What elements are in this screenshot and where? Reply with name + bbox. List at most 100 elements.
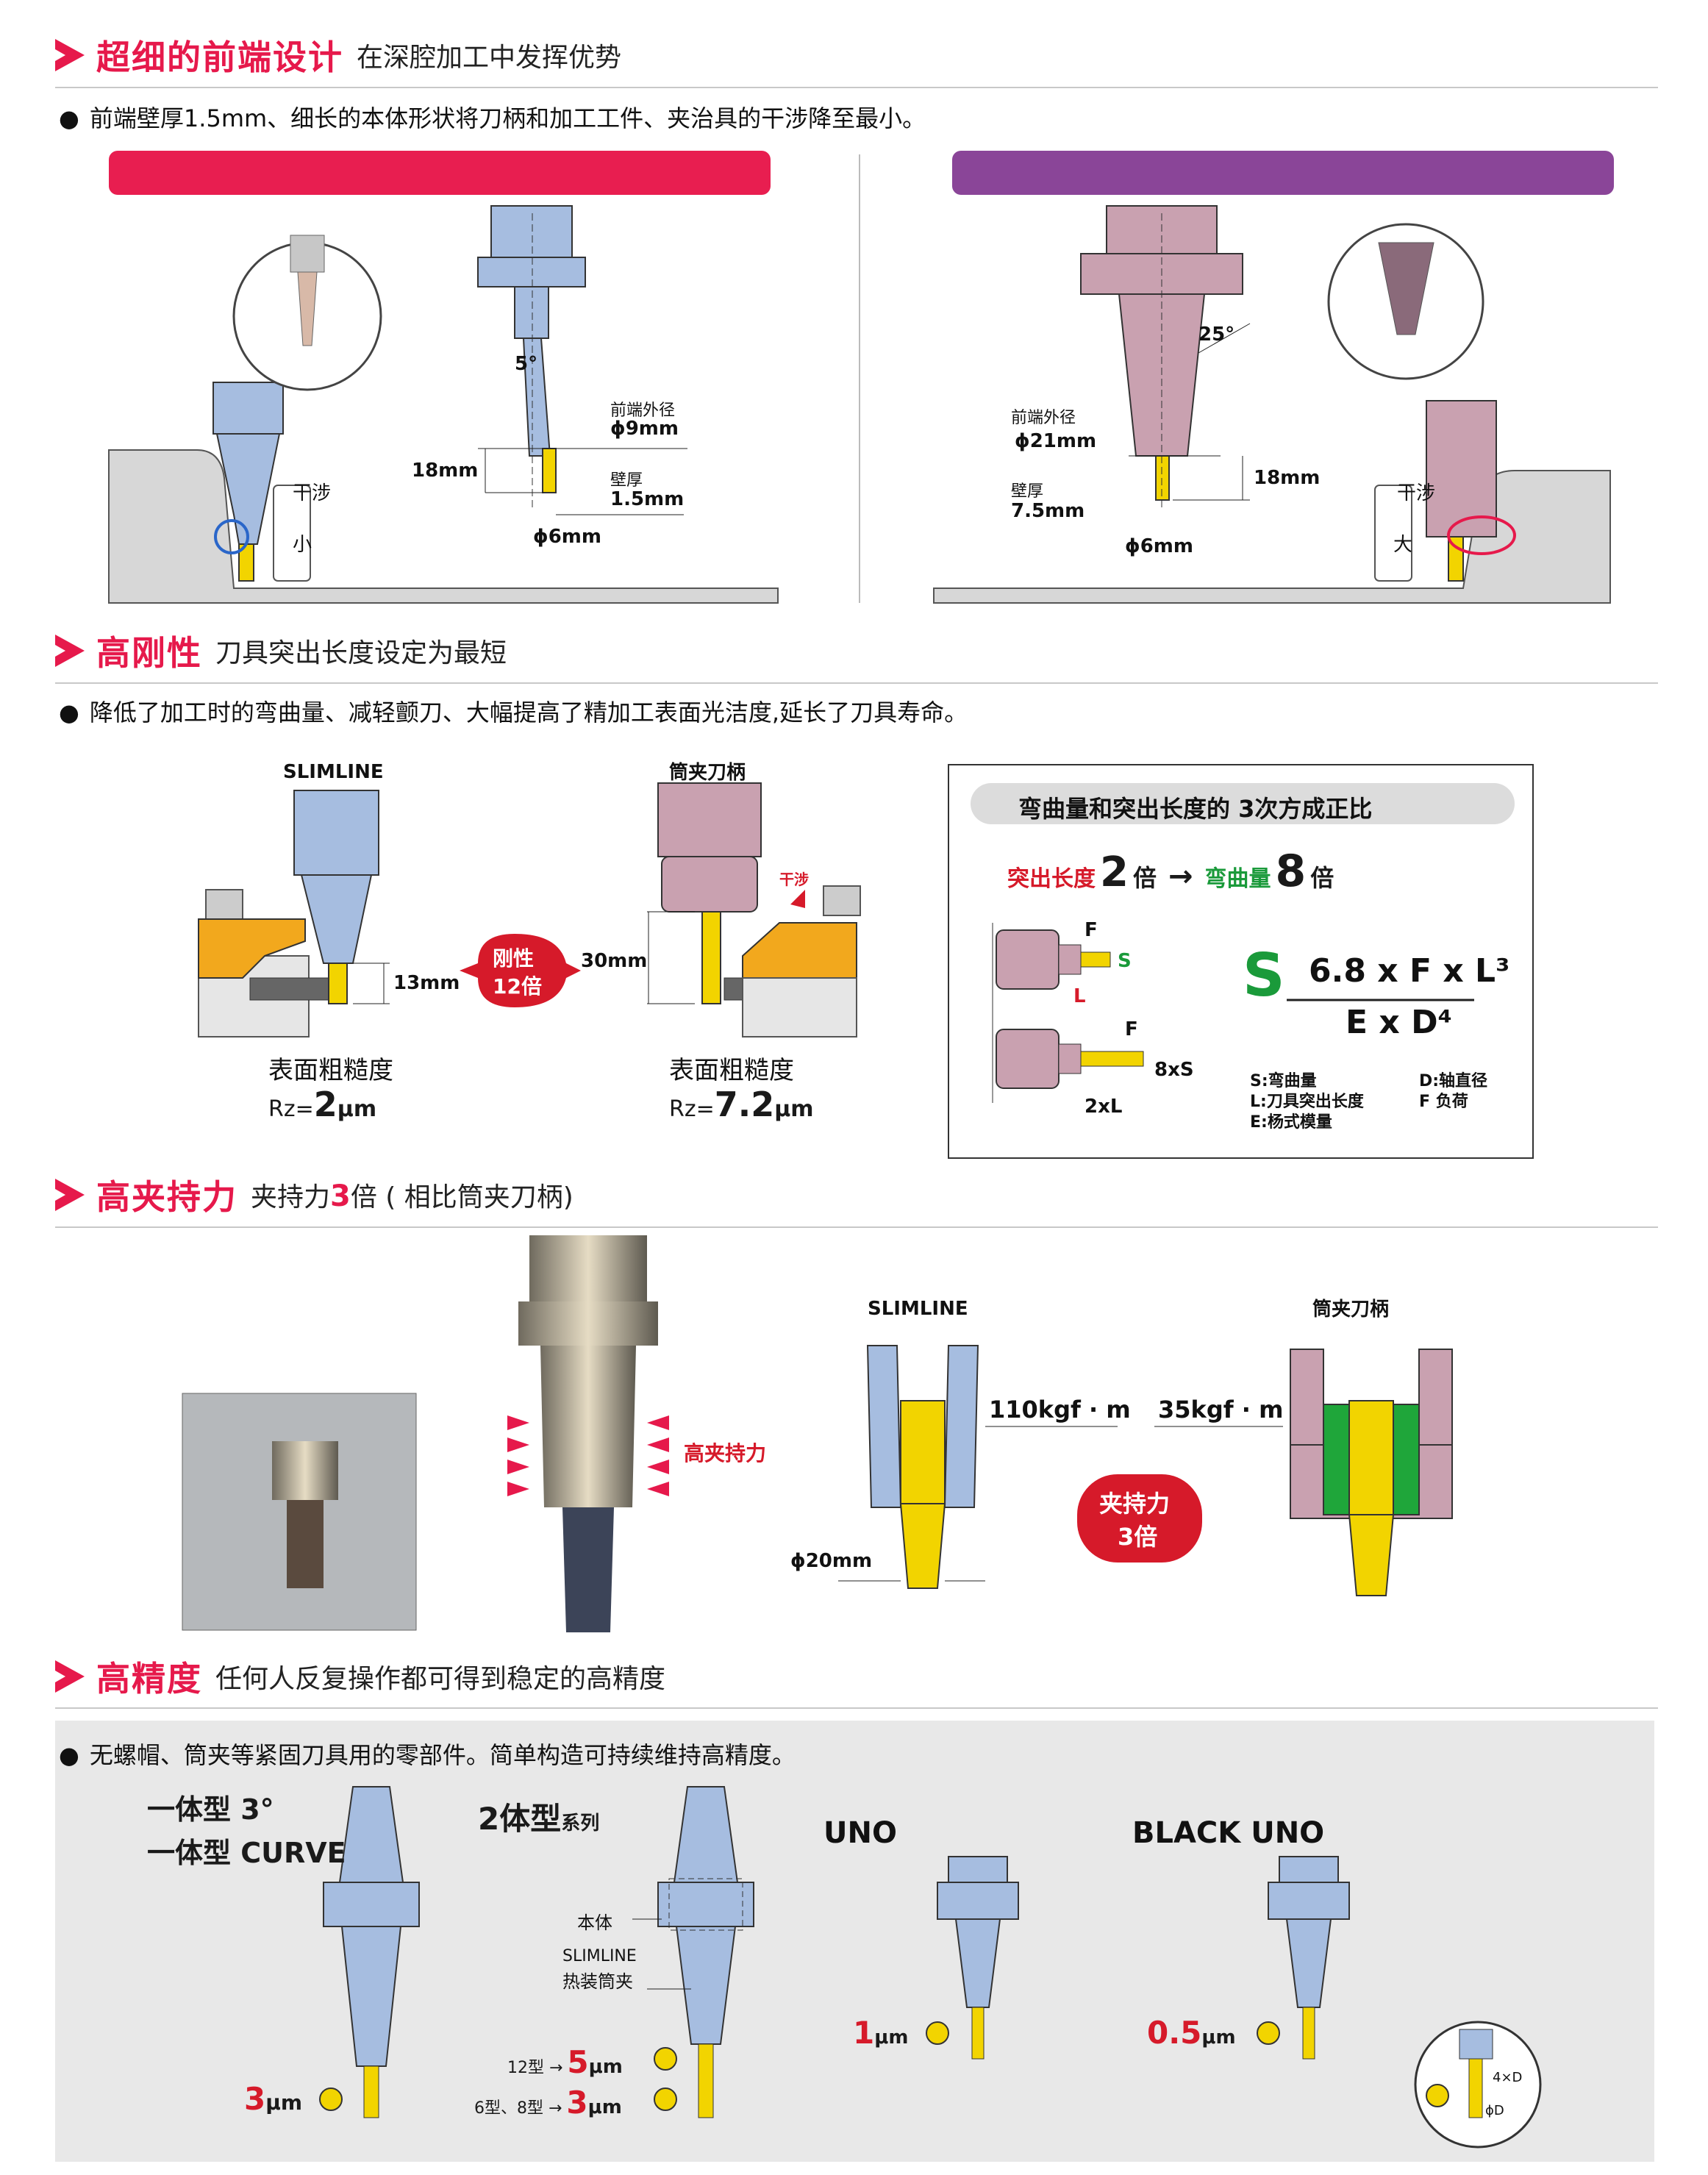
roughness-collet: Rz=7.2μm (669, 1085, 814, 1124)
rz-value: 2 (313, 1085, 337, 1124)
wall-value: 7.5mm (1011, 500, 1085, 522)
arrow-icon (55, 1179, 85, 1211)
legend-item: D:轴直径 (1419, 1072, 1488, 1090)
tip-od-label: 前端外径 (1011, 409, 1076, 427)
length-value: 18mm (1254, 467, 1321, 489)
subtitle-number: 3 (330, 1179, 351, 1213)
ratio-value-1: 2 (1100, 849, 1129, 896)
slimline-color-bar (109, 151, 771, 195)
ratio-unit: 倍 (1132, 864, 1157, 892)
clamping-force-label: 高夹持力 (684, 1441, 767, 1465)
legend-item: F 负荷 (1419, 1093, 1468, 1111)
tip-od-value: ϕ9mm (610, 418, 679, 440)
type-label: 12型 → (507, 2059, 563, 2077)
section-heading: 高精度 (96, 1659, 202, 1699)
accuracy-unit: μm (588, 2056, 623, 2078)
formula-box-header: 弯曲量和突出长度的 3次方成正比 (1018, 795, 1373, 823)
diameter-value: ϕ6mm (1125, 535, 1193, 557)
section-heading: 超细的前端设计 (96, 38, 343, 77)
arrow-icon (55, 1660, 85, 1693)
ratio-unit: 倍 (1310, 864, 1334, 892)
ratio-label-1: 突出长度 (1007, 866, 1096, 892)
shrink-collet-label: 热装筒夹 (562, 1971, 633, 1992)
arrow-icon (55, 635, 85, 667)
formula-numerator: 6.8 x F x L³ (1309, 952, 1510, 990)
rigidity-badge-line1: 刚性 (493, 946, 535, 971)
model-name: UNO (823, 1816, 897, 1850)
arrow-right-icon: → (1168, 860, 1193, 893)
rigidity-badge-line2: 12倍 (493, 974, 542, 999)
section-subheading: 在深腔加工中发挥优势 (357, 43, 622, 73)
deflection-8s: 8xS (1154, 1059, 1194, 1081)
force-label: F (1125, 1018, 1138, 1040)
torque-slimline: 110kgf · m (989, 1396, 1131, 1424)
model-name: BLACK UNO (1132, 1816, 1325, 1850)
divider (55, 682, 1658, 684)
accuracy-one-piece: 3μm (244, 2081, 302, 2117)
bullet-text: 无螺帽、筒夹等紧固刀具用的零部件。简单构造可持续维持高精度。 (59, 1737, 796, 1771)
clamp-badge-line1: 夹持力 (1099, 1490, 1171, 1518)
formula-denominator: E x D⁴ (1346, 1004, 1452, 1041)
roughness-label: 表面粗糙度 (669, 1056, 794, 1085)
formula-s: S (1243, 941, 1285, 1010)
legend-item: E:杨式模量 (1250, 1113, 1332, 1132)
accuracy-value: 3 (244, 2081, 266, 2117)
tip-od-value: ϕ21mm (1015, 430, 1097, 452)
legend-item: L:刀具突出长度 (1250, 1093, 1364, 1111)
bullet-text: 前端壁厚1.5mm、细长的本体形状将刀柄和加工工件、夹治具的干涉降至最小。 (59, 100, 926, 134)
accuracy-black-uno: 0.5μm (1147, 2015, 1236, 2051)
tip-od-label: 前端外径 (610, 401, 676, 420)
force-label: F (1085, 919, 1098, 941)
wall-label: 壁厚 (610, 471, 643, 490)
divider (55, 1707, 1658, 1709)
clamp-badge-line2: 3倍 (1118, 1523, 1158, 1551)
wall-label: 壁厚 (1011, 482, 1044, 501)
rz-unit: μm (774, 1096, 814, 1122)
torque-collet: 35kgf · m (1158, 1396, 1284, 1424)
accuracy-value: 0.5 (1147, 2015, 1202, 2051)
angle-label: 5° (515, 353, 538, 375)
length-label: L (1073, 985, 1086, 1007)
angle-label: 25° (1198, 324, 1235, 346)
accuracy-value: 5 (567, 2044, 589, 2080)
model-name: 一体型 CURVE (147, 1837, 346, 1869)
interference-label: 干涉 (779, 871, 809, 888)
model-name: 一体型 3° (147, 1793, 274, 1826)
section-subheading: 刀具突出长度设定为最短 (215, 638, 507, 668)
vertical-divider (859, 154, 860, 603)
body-label: 本体 (577, 1913, 612, 1933)
one-piece-title: 一体型 3° 一体型 CURVE (147, 1787, 346, 1871)
rz-prefix: Rz= (268, 1096, 314, 1122)
competitor-color-bar (952, 151, 1614, 195)
precision-panel (55, 1721, 1654, 2162)
rz-unit: μm (337, 1096, 377, 1122)
series-label: 系列 (561, 1813, 600, 1835)
collet-label: 筒夹刀柄 (669, 762, 746, 784)
four-d-label: 4×D (1493, 2070, 1523, 2085)
wall-value: 1.5mm (610, 488, 685, 510)
model-name: 2体型 (478, 1801, 562, 1837)
section4-title: 高精度 任何人反复操作都可得到稳定的高精度 (55, 1651, 665, 1702)
interference-large: 大 (1393, 534, 1413, 556)
accuracy-unit: μm (265, 2090, 303, 2115)
length-2l: 2xL (1085, 1096, 1123, 1118)
rz-prefix: Rz= (669, 1096, 715, 1122)
accuracy-unit: μm (587, 2096, 622, 2118)
section-subheading: 任何人反复操作都可得到稳定的高精度 (215, 1664, 666, 1694)
subtitle-post: 倍 ( 相比筒夹刀柄) (350, 1182, 573, 1212)
slimline-label: SLIMLINE (283, 761, 384, 783)
length-collet: 30mm (581, 950, 648, 972)
accuracy-unit: μm (1201, 2026, 1236, 2049)
shrink-collet-label: SLIMLINE (562, 1947, 637, 1965)
accuracy-uno: 1μm (853, 2015, 908, 2051)
accuracy-unit: μm (874, 2026, 909, 2049)
diameter-value: ϕ6mm (533, 526, 601, 548)
section-heading: 高刚性 (96, 633, 202, 673)
legend-item: S:弯曲量 (1250, 1072, 1317, 1090)
